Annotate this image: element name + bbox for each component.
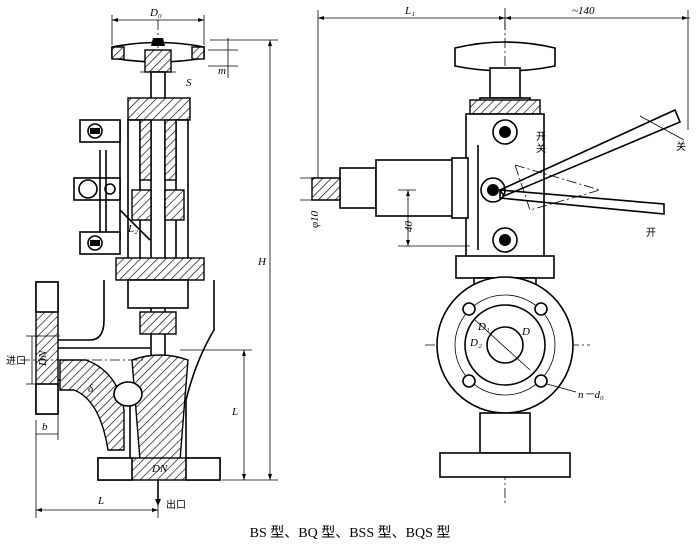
label-l-horizontal: L bbox=[97, 495, 104, 507]
label-h: H bbox=[257, 256, 267, 268]
label-n-d0: n－d₀ bbox=[578, 389, 604, 401]
label-close: 关 bbox=[536, 142, 546, 155]
label-phi10: φ10 bbox=[309, 210, 321, 228]
label-open-top: 开 bbox=[536, 132, 546, 143]
label-close-right: 关 bbox=[676, 140, 686, 153]
label-40: 40 bbox=[403, 221, 415, 233]
label-140: ~140 bbox=[572, 5, 595, 17]
dim-b: b bbox=[36, 414, 59, 440]
label-s: S bbox=[186, 77, 192, 89]
label-l2: L₂ bbox=[127, 223, 138, 235]
dim-dn-outlet: DN 出口 bbox=[151, 463, 186, 511]
label-d2: D₂ bbox=[469, 337, 482, 349]
dim-h: H bbox=[210, 39, 278, 481]
label-delta: δ bbox=[88, 383, 94, 395]
label-open-bottom: 开 bbox=[646, 228, 656, 239]
label-d0: D₀ bbox=[149, 7, 162, 19]
label-b: b bbox=[42, 421, 48, 433]
levers: 关 开 开 关 bbox=[498, 108, 686, 239]
dim-l1: L₁ bbox=[317, 5, 506, 185]
dim-140: ~140 bbox=[505, 5, 690, 130]
front-flange: D₁ D₂ D n－d₀ bbox=[436, 276, 604, 414]
inlet-flange bbox=[20, 281, 146, 415]
bracket bbox=[465, 113, 545, 265]
side-lever: L₂ bbox=[73, 119, 151, 255]
label-dn-outlet: DN bbox=[151, 463, 168, 475]
handwheel-left bbox=[111, 38, 205, 73]
lower-body bbox=[439, 412, 571, 478]
label-l1: L₁ bbox=[404, 5, 415, 17]
figure-caption: BS 型、BQ 型、BSS 型、BQS 型 bbox=[249, 526, 451, 541]
label-l-vertical: L bbox=[231, 406, 238, 418]
right-external-view: L₁ ~140 bbox=[300, 5, 690, 505]
dim-l-vertical: L bbox=[180, 349, 252, 480]
pipe-connection: φ10 bbox=[300, 157, 469, 228]
gland bbox=[115, 257, 205, 335]
outlet-flange bbox=[97, 457, 221, 481]
label-dn-inlet: DN bbox=[37, 350, 49, 367]
label-outlet: 出口 bbox=[166, 498, 186, 511]
label-m: m bbox=[218, 65, 226, 77]
left-section-view: D₀ m S bbox=[6, 7, 278, 518]
valve-body bbox=[55, 280, 215, 461]
label-d1: D₁ bbox=[477, 321, 490, 333]
dim-40: 40 bbox=[398, 189, 470, 247]
label-inlet: 进口 bbox=[6, 355, 26, 367]
label-d: D bbox=[521, 326, 530, 338]
dim-dn-inlet: DN 进口 bbox=[6, 335, 60, 385]
dim-m: m S bbox=[186, 38, 238, 89]
dim-d0: D₀ bbox=[111, 7, 205, 45]
